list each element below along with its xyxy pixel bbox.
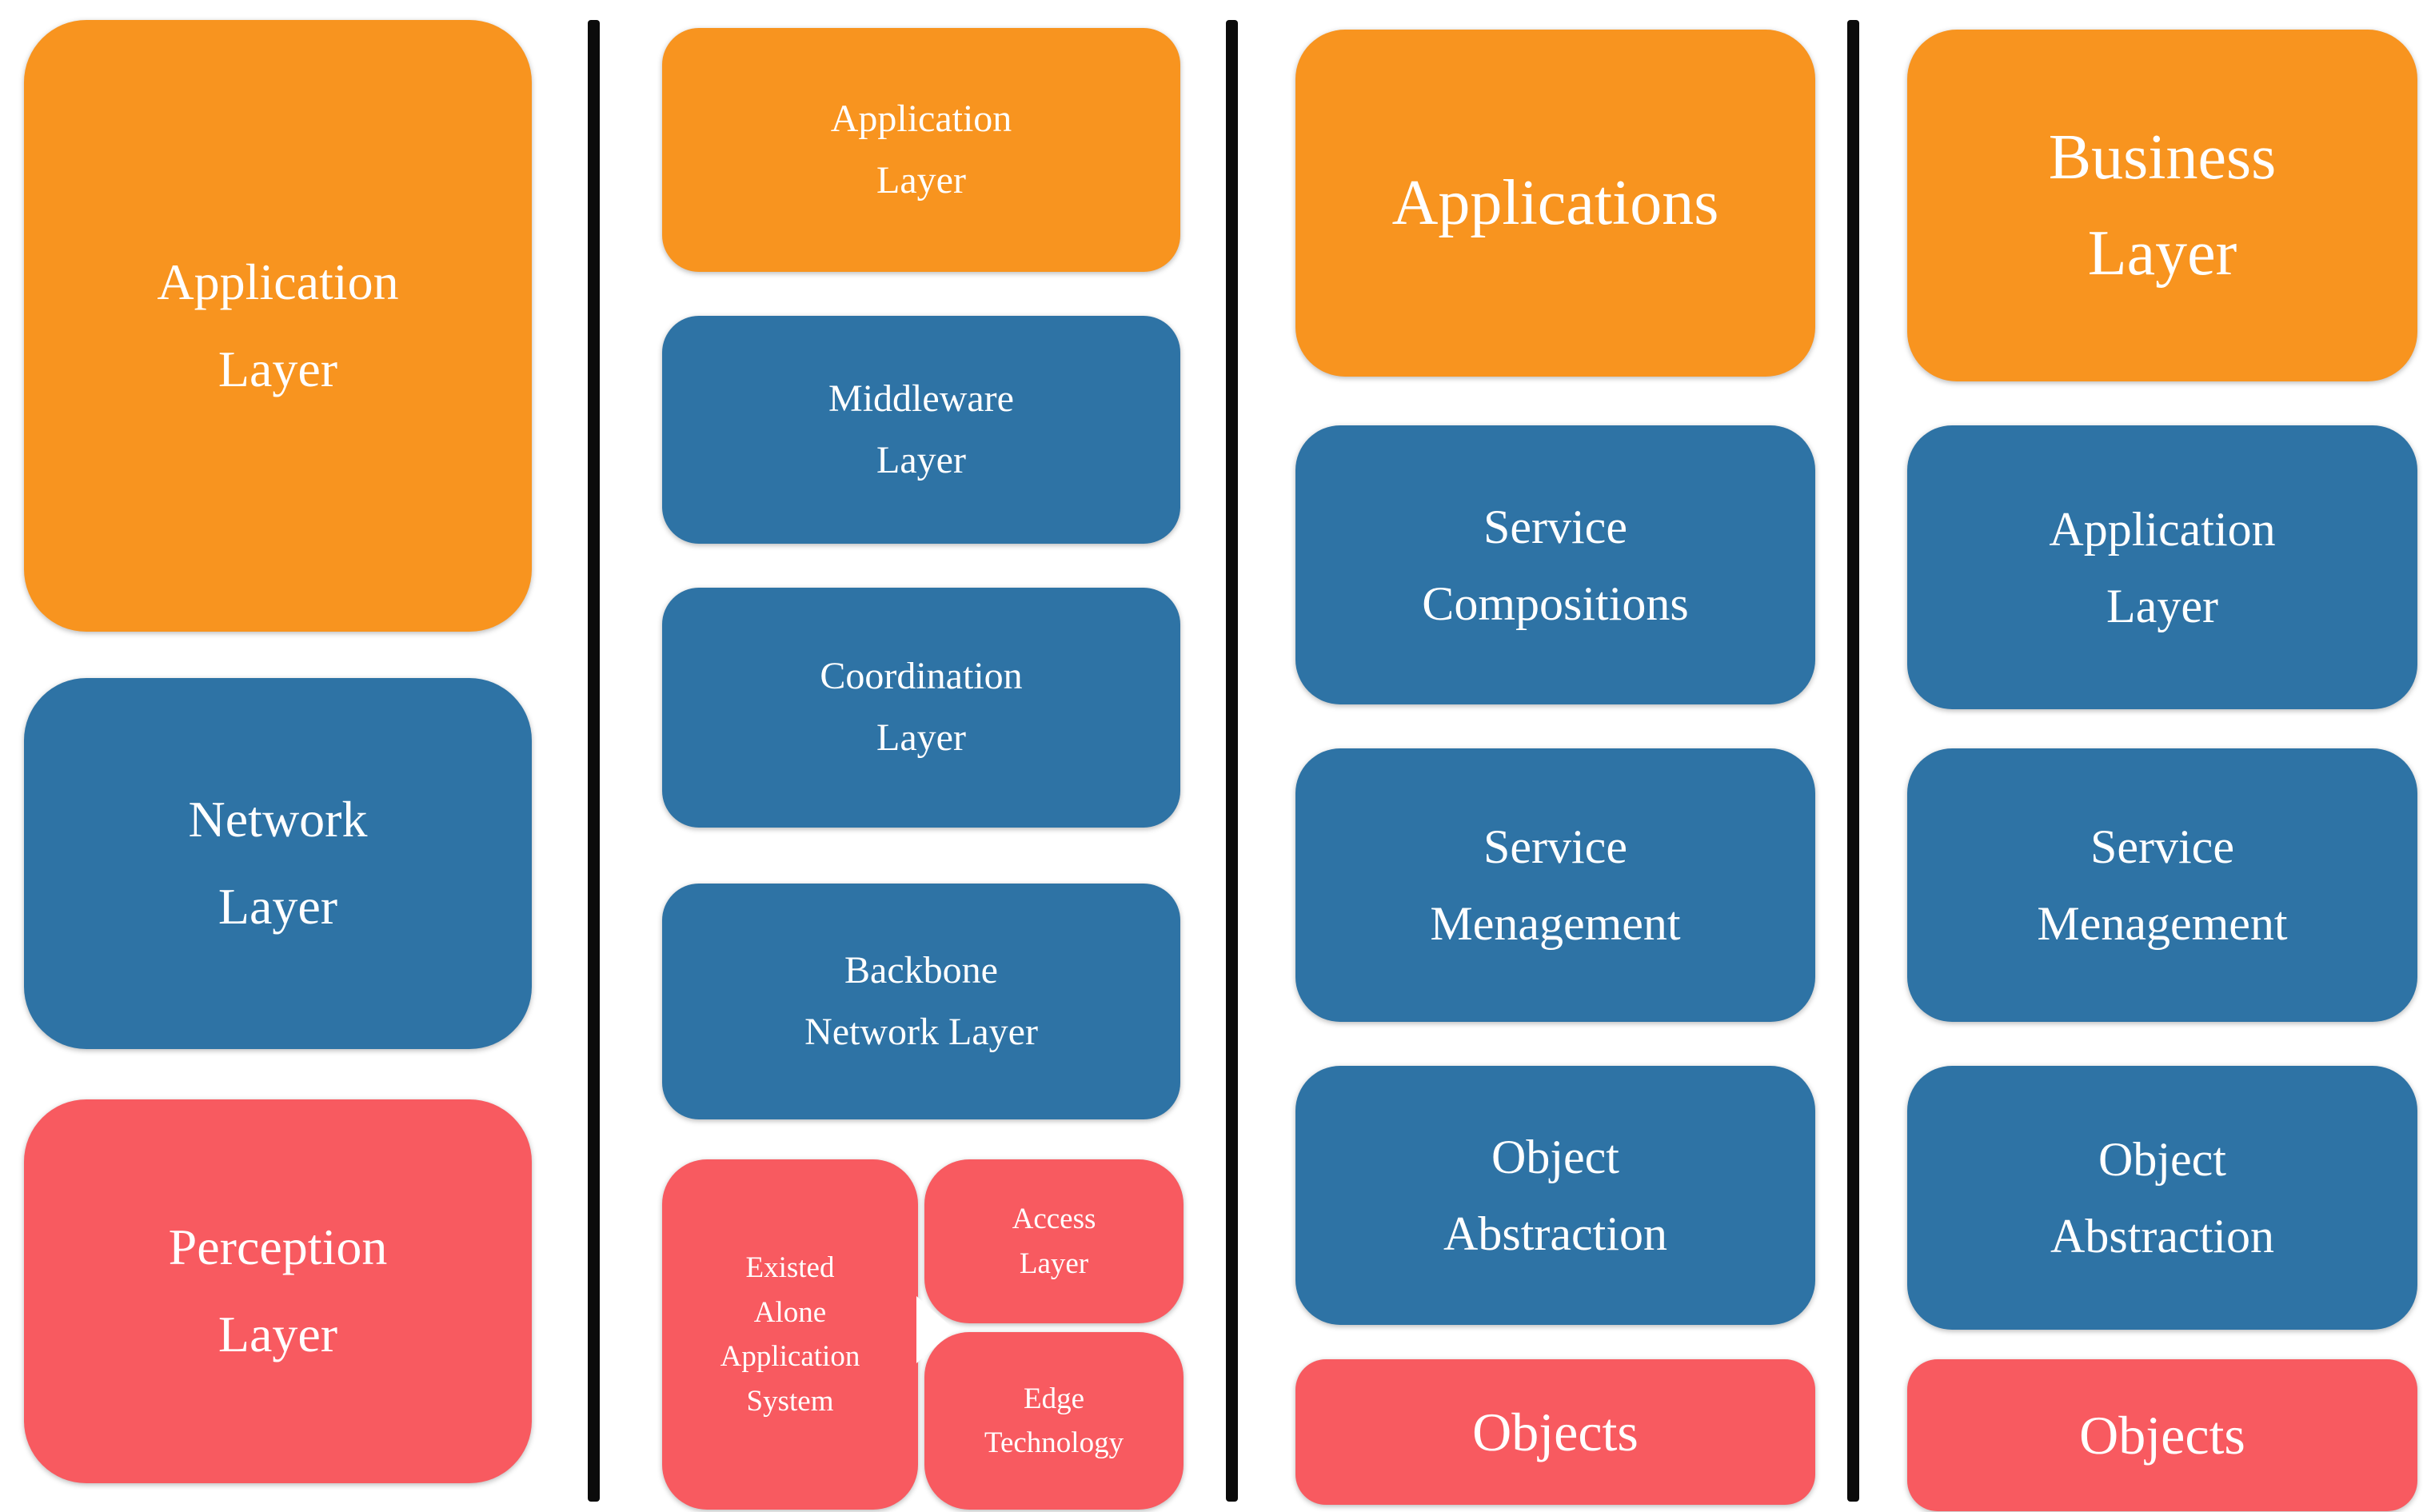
box-middleware-layer: Middleware Layer xyxy=(662,316,1180,544)
layer-label: Object Abstraction xyxy=(1443,1131,1667,1260)
layer-label: Access Layer xyxy=(1012,1203,1096,1280)
box-service-menagement: Service Menagement xyxy=(1295,748,1815,1022)
column-separator xyxy=(1847,20,1859,1502)
box-access-layer: Access Layer xyxy=(924,1159,1184,1323)
white-notch-triangle xyxy=(916,1296,955,1363)
layer-label: Existed Alone Application System xyxy=(720,1251,860,1418)
box-existed-alone-application-system: Existed Alone Application System xyxy=(662,1159,918,1510)
box-applications: Applications xyxy=(1295,30,1815,377)
box-perception-layer: Perception Layer xyxy=(24,1099,532,1483)
layer-label: Object Abstraction xyxy=(2050,1133,2274,1263)
box-object-abstraction-4: Object Abstraction xyxy=(1907,1066,2417,1330)
layer-label: Service Menagement xyxy=(2037,820,2288,950)
box-backbone-network-layer: Backbone Network Layer xyxy=(662,884,1180,1119)
column-separator xyxy=(588,20,600,1502)
layer-label: Perception Layer xyxy=(168,1219,388,1362)
layer-label: Service Compositions xyxy=(1422,500,1689,630)
box-business-layer: Business Layer xyxy=(1907,30,2417,381)
box-service-menagement-4: Service Menagement xyxy=(1907,748,2417,1022)
layer-label: Edge Technology xyxy=(984,1382,1124,1460)
box-network-layer: Network Layer xyxy=(24,678,532,1049)
box-service-compositions: Service Compositions xyxy=(1295,425,1815,704)
layer-label: Application Layer xyxy=(2049,502,2276,632)
box-coordination-layer: Coordination Layer xyxy=(662,588,1180,828)
layer-label: Objects xyxy=(2079,1404,2245,1466)
layer-label: Applications xyxy=(1391,168,1719,238)
layer-label: Objects xyxy=(1472,1401,1639,1462)
box-objects: Objects xyxy=(1295,1359,1815,1505)
layer-label: Network Layer xyxy=(188,791,368,935)
box-objects-4: Objects xyxy=(1907,1359,2417,1511)
box-application-layer-4: Application Layer xyxy=(1907,425,2417,709)
box-application-layer-2: Application Layer xyxy=(662,28,1180,272)
box-application-layer: Application Layer xyxy=(24,20,532,632)
box-edge-technology: Edge Technology xyxy=(924,1332,1184,1510)
box-object-abstraction: Object Abstraction xyxy=(1295,1066,1815,1325)
layer-label: Service Menagement xyxy=(1430,820,1681,950)
column-separator xyxy=(1226,20,1238,1502)
layer-label: Application Layer xyxy=(157,253,399,397)
layer-label: Coordination Layer xyxy=(820,655,1023,759)
layer-label: Business Layer xyxy=(2048,122,2277,289)
layer-label: Application Layer xyxy=(830,97,1012,201)
layer-label: Middleware Layer xyxy=(828,377,1014,481)
layer-label: Backbone Network Layer xyxy=(804,948,1038,1053)
